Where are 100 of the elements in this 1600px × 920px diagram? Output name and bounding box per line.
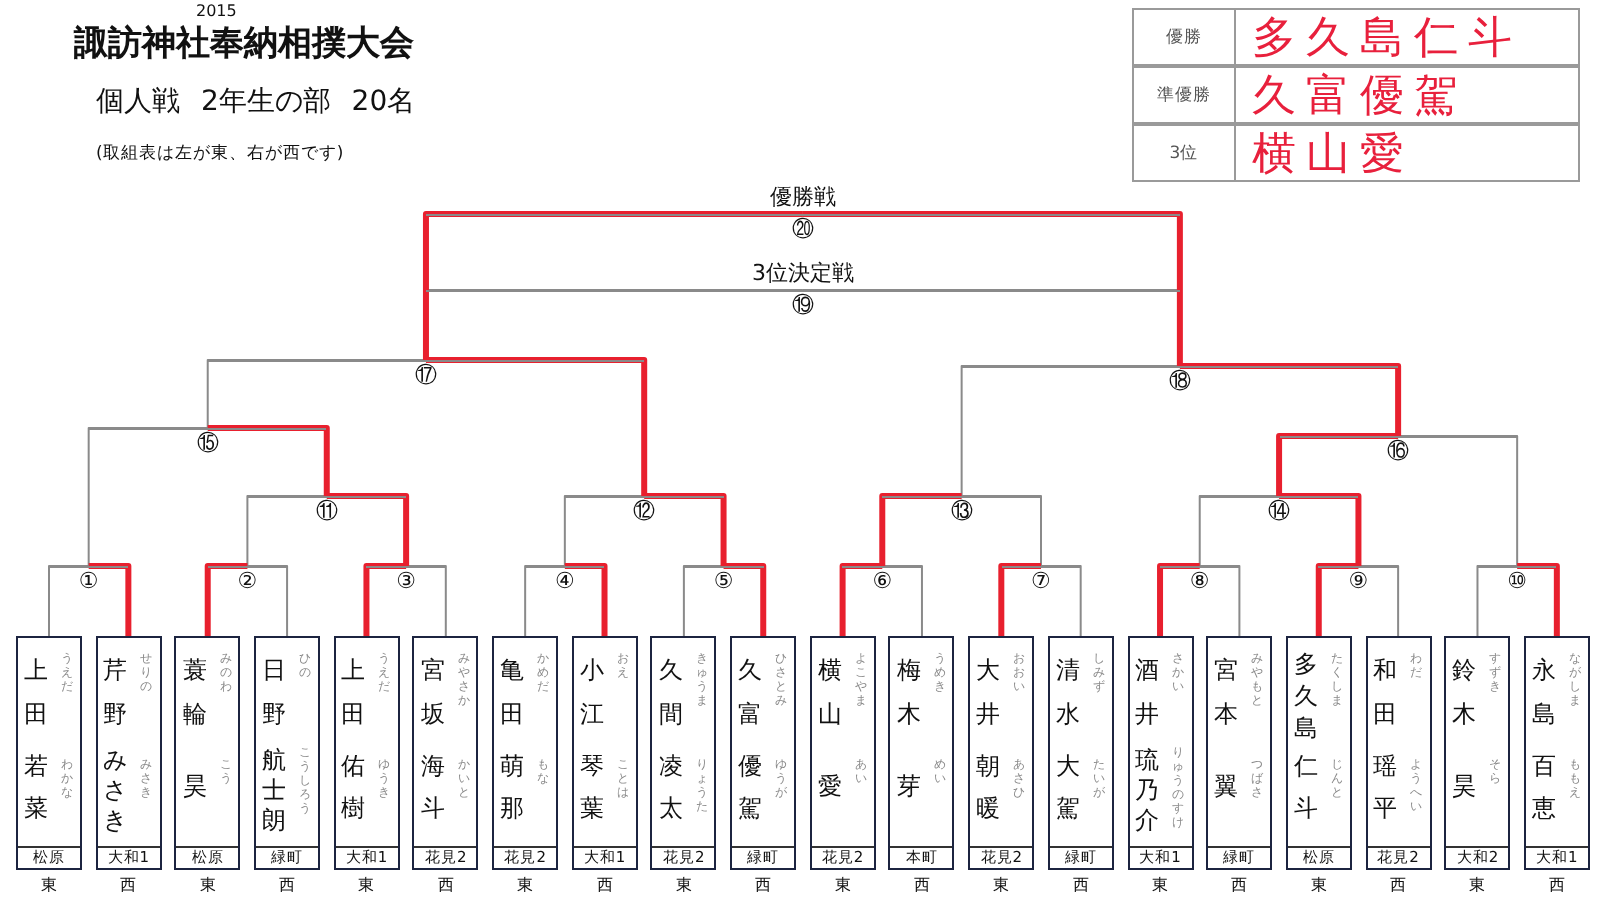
bracket-line (1198, 495, 1281, 567)
bracket-line (1476, 565, 1519, 637)
bracket-line (839, 563, 883, 636)
match-number: ⑨ (1346, 568, 1371, 596)
player-card (174, 636, 241, 870)
bracket-line (207, 425, 330, 496)
bracket-line (326, 493, 410, 566)
side-label: 西 (1546, 876, 1567, 896)
bracket-line (524, 565, 566, 637)
title: 諏訪神社奉納相撲大会 (74, 22, 414, 66)
match-number: ⑪ (313, 498, 340, 526)
result-cell: 多久島仁斗 (1234, 8, 1580, 66)
surname-text: 大井 (974, 654, 1003, 732)
match-number: ③ (394, 568, 418, 596)
side-label: 西 (911, 876, 932, 896)
result-cell: 横山愛 (1234, 124, 1580, 182)
match-number: ⑦ (1029, 568, 1053, 596)
side-label: 東 (1150, 876, 1171, 896)
bracket-line (1315, 563, 1359, 636)
bracket-line (1040, 565, 1082, 637)
bracket-line (246, 495, 328, 567)
rank-cell: 準優勝 (1132, 66, 1236, 124)
given-name-text: 仁斗 (1291, 750, 1320, 826)
surname-text: 横山 (815, 654, 844, 732)
match-number: ④ (552, 568, 577, 596)
surname-text: 酒井 (1133, 654, 1162, 732)
side-label: 西 (435, 876, 456, 896)
given-name-text: 大駕 (1053, 750, 1082, 826)
match-number: ⑳ (789, 216, 816, 244)
player-card (1523, 636, 1590, 870)
bracket-line (1276, 433, 1399, 496)
player-card (95, 636, 162, 870)
bracket-line (363, 563, 407, 636)
player-card (412, 636, 479, 870)
bracket-line (879, 493, 962, 566)
match-number: ② (235, 568, 260, 596)
player-card (16, 636, 82, 870)
player-card (650, 636, 717, 870)
player-card (254, 636, 321, 870)
bracket-line (682, 565, 725, 637)
surname-text: 宮本 (1212, 654, 1241, 732)
side-label: 東 (356, 876, 377, 896)
surname-text: 日野 (260, 654, 289, 732)
player-card (1285, 636, 1352, 870)
bracket-line (960, 495, 1042, 567)
side-label: 東 (673, 876, 694, 896)
surname-text: 清水 (1053, 654, 1082, 732)
match-number: ⑬ (948, 498, 975, 526)
bracket-line (405, 565, 447, 637)
given-name-text: 翼 (1212, 770, 1241, 804)
side-label: 東 (515, 876, 536, 896)
surname-text: 蓑輪 (180, 654, 209, 732)
subtitle: 個人戦 2年生の部 20名 (96, 84, 416, 120)
match-number: ⑱ (1166, 368, 1193, 396)
surname-text: 鈴木 (1450, 654, 1479, 732)
bracket-line (1279, 493, 1362, 566)
side-label: 東 (1308, 876, 1329, 896)
surname-text: 小江 (577, 654, 606, 732)
player-card (1444, 636, 1511, 870)
bracket-line (425, 357, 648, 496)
side-label: 東 (991, 876, 1012, 896)
note-text: (取組表は左が東、右が西です) (96, 142, 344, 166)
match-number: ⑩ (1505, 568, 1529, 596)
surname-text: 和田 (1371, 654, 1400, 732)
match-number: ① (76, 568, 101, 596)
side-label: 西 (753, 876, 774, 896)
match-title: 優勝戦 (767, 184, 838, 210)
match-number: ⑰ (412, 362, 439, 390)
player-card (968, 636, 1035, 870)
given-name-text: 佑樹 (339, 750, 368, 826)
given-name-text: 昊 (180, 770, 209, 804)
bracket-line (1179, 363, 1402, 436)
side-label: 西 (118, 876, 139, 896)
given-name-text: 愛 (815, 770, 844, 804)
given-name-text: 琉乃介 (1133, 746, 1162, 836)
bracket-line (422, 211, 803, 360)
player-card (888, 636, 955, 870)
bracket-line (206, 359, 427, 429)
match-number: ⑤ (711, 568, 736, 596)
bracket-line (1198, 565, 1241, 637)
surname-text: 亀田 (498, 654, 527, 732)
bracket-line (88, 563, 132, 636)
match-number: ⑥ (870, 568, 895, 596)
bracket-line (644, 493, 727, 566)
player-card (333, 636, 400, 870)
side-label: 西 (277, 876, 298, 896)
surname-text: 久間 (656, 654, 685, 732)
surname-text: 多久島 (1291, 648, 1320, 744)
surname-text: 永島 (1529, 654, 1558, 732)
bracket-line (1357, 565, 1400, 637)
surname-text: 久富 (736, 654, 765, 732)
side-label: 東 (39, 876, 59, 896)
given-name-text: 芽 (894, 770, 923, 804)
player-card (1365, 636, 1432, 870)
surname-text: 上田 (22, 654, 50, 732)
rank-cell: 優勝 (1132, 8, 1236, 66)
given-name-text: 若菜 (22, 750, 50, 826)
given-name-text: 百恵 (1529, 750, 1558, 826)
bracket-line (48, 565, 90, 637)
given-name-text: 瑶平 (1371, 750, 1400, 826)
